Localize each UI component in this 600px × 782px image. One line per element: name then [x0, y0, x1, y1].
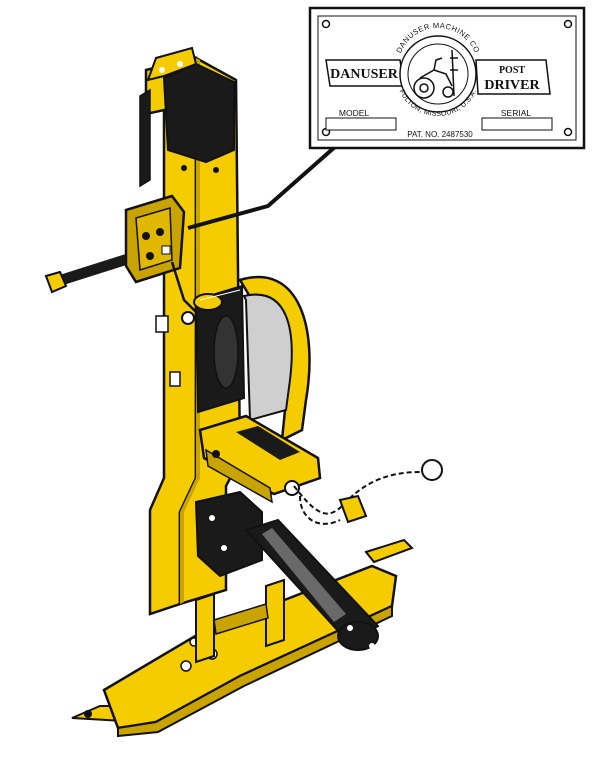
safety-chain — [293, 459, 443, 525]
brand-right-box — [475, 59, 551, 95]
tractor-emblem-icon — [413, 49, 458, 99]
nameplate: DANUSER MACHINE CO FULTON, MISSOURI, U.S… — [308, 6, 586, 150]
model-field — [325, 117, 397, 131]
callout-leader — [187, 144, 338, 230]
patent-text: PAT. NO. 2487530 — [407, 130, 473, 139]
brand-right-top-text: POST — [499, 65, 525, 76]
control-box — [44, 194, 197, 325]
model-label: MODEL — [339, 108, 370, 118]
winch-drum — [193, 284, 246, 414]
gearbox — [194, 490, 263, 578]
pto-shaft — [244, 518, 380, 651]
belt-guard — [238, 275, 311, 443]
mast-head — [139, 46, 235, 188]
foot-bracket — [195, 578, 285, 664]
drive-bracket — [198, 414, 322, 504]
serial-label: SERIAL — [501, 108, 532, 118]
brand-left-text: DANUSER — [330, 67, 399, 82]
serial-field — [481, 117, 553, 131]
brand-right-bottom-text: DRIVER — [484, 78, 540, 93]
